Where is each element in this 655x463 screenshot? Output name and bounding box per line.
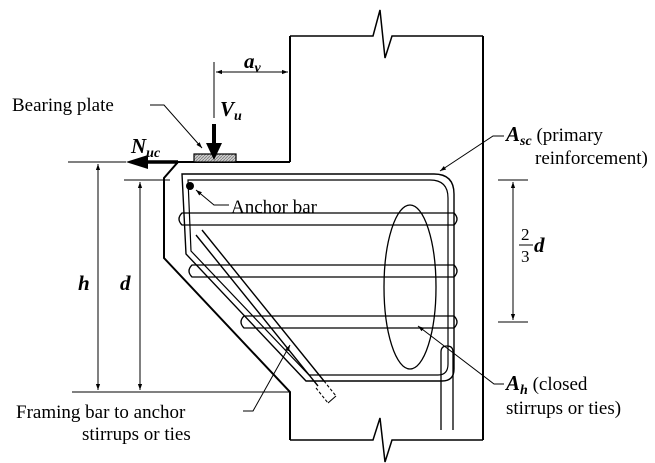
- bearing-plate-leader: [150, 104, 203, 149]
- bottom-break-line: [290, 417, 483, 463]
- framing-bar-dash-b: [323, 380, 337, 397]
- ah-leader: [417, 325, 504, 385]
- anchor-bar-label: Anchor bar: [231, 197, 318, 218]
- load-nuc: Nuc: [126, 134, 178, 169]
- frac-numerator: 2: [521, 225, 530, 244]
- load-vu: Vu: [206, 97, 242, 160]
- av-label: av: [244, 49, 262, 76]
- column-bar-hook: [440, 345, 454, 430]
- ah-label-line1: Ah (closed: [504, 371, 588, 398]
- dimension-two-thirds-d: 2 3 d: [498, 179, 545, 323]
- framing-bar-line-a: [195, 234, 319, 387]
- dimension-h: h: [68, 161, 290, 393]
- primary-reinforcement-outer: [181, 173, 455, 382]
- nuc-label: Nuc: [130, 134, 161, 161]
- framing-bar-dash-a: [315, 387, 329, 404]
- framing-bar-line-b: [201, 229, 325, 382]
- asc-label-line2: reinforcement): [535, 148, 648, 169]
- vu-label: Vu: [220, 97, 242, 124]
- framing-bar-label-line1: Framing bar to anchor: [16, 402, 186, 423]
- column-outline: [163, 9, 484, 463]
- stirrup-2: [188, 264, 458, 278]
- anchor-bar-leader: [195, 189, 229, 206]
- h-label: h: [78, 271, 90, 295]
- asc-label-line1: Asc (primary: [504, 122, 603, 149]
- ah-label-line2: stirrups or ties): [506, 398, 621, 419]
- stirrup-section-ellipse: [383, 204, 437, 370]
- stirrup-1: [178, 212, 458, 226]
- framing-bar-label-line2: stirrups or ties: [82, 424, 191, 445]
- stirrup-3: [240, 315, 458, 329]
- vu-arrow-head: [206, 143, 222, 160]
- dimension-d: d: [120, 179, 170, 390]
- top-break-line: [290, 9, 483, 59]
- bearing-plate-label: Bearing plate: [12, 95, 114, 116]
- anchor-bar-dot: [186, 182, 194, 190]
- dimension-av: av: [213, 49, 288, 118]
- reinforcement: [178, 173, 458, 430]
- frac-variable: d: [534, 233, 545, 257]
- framing-bar-leader: [243, 344, 291, 412]
- asc-leader: [439, 135, 504, 172]
- frac-denominator: 3: [521, 247, 530, 266]
- primary-reinforcement-inner: [187, 179, 449, 376]
- framing-bar-end: [327, 395, 337, 404]
- d-label: d: [120, 271, 131, 295]
- nuc-arrow-head: [126, 155, 148, 169]
